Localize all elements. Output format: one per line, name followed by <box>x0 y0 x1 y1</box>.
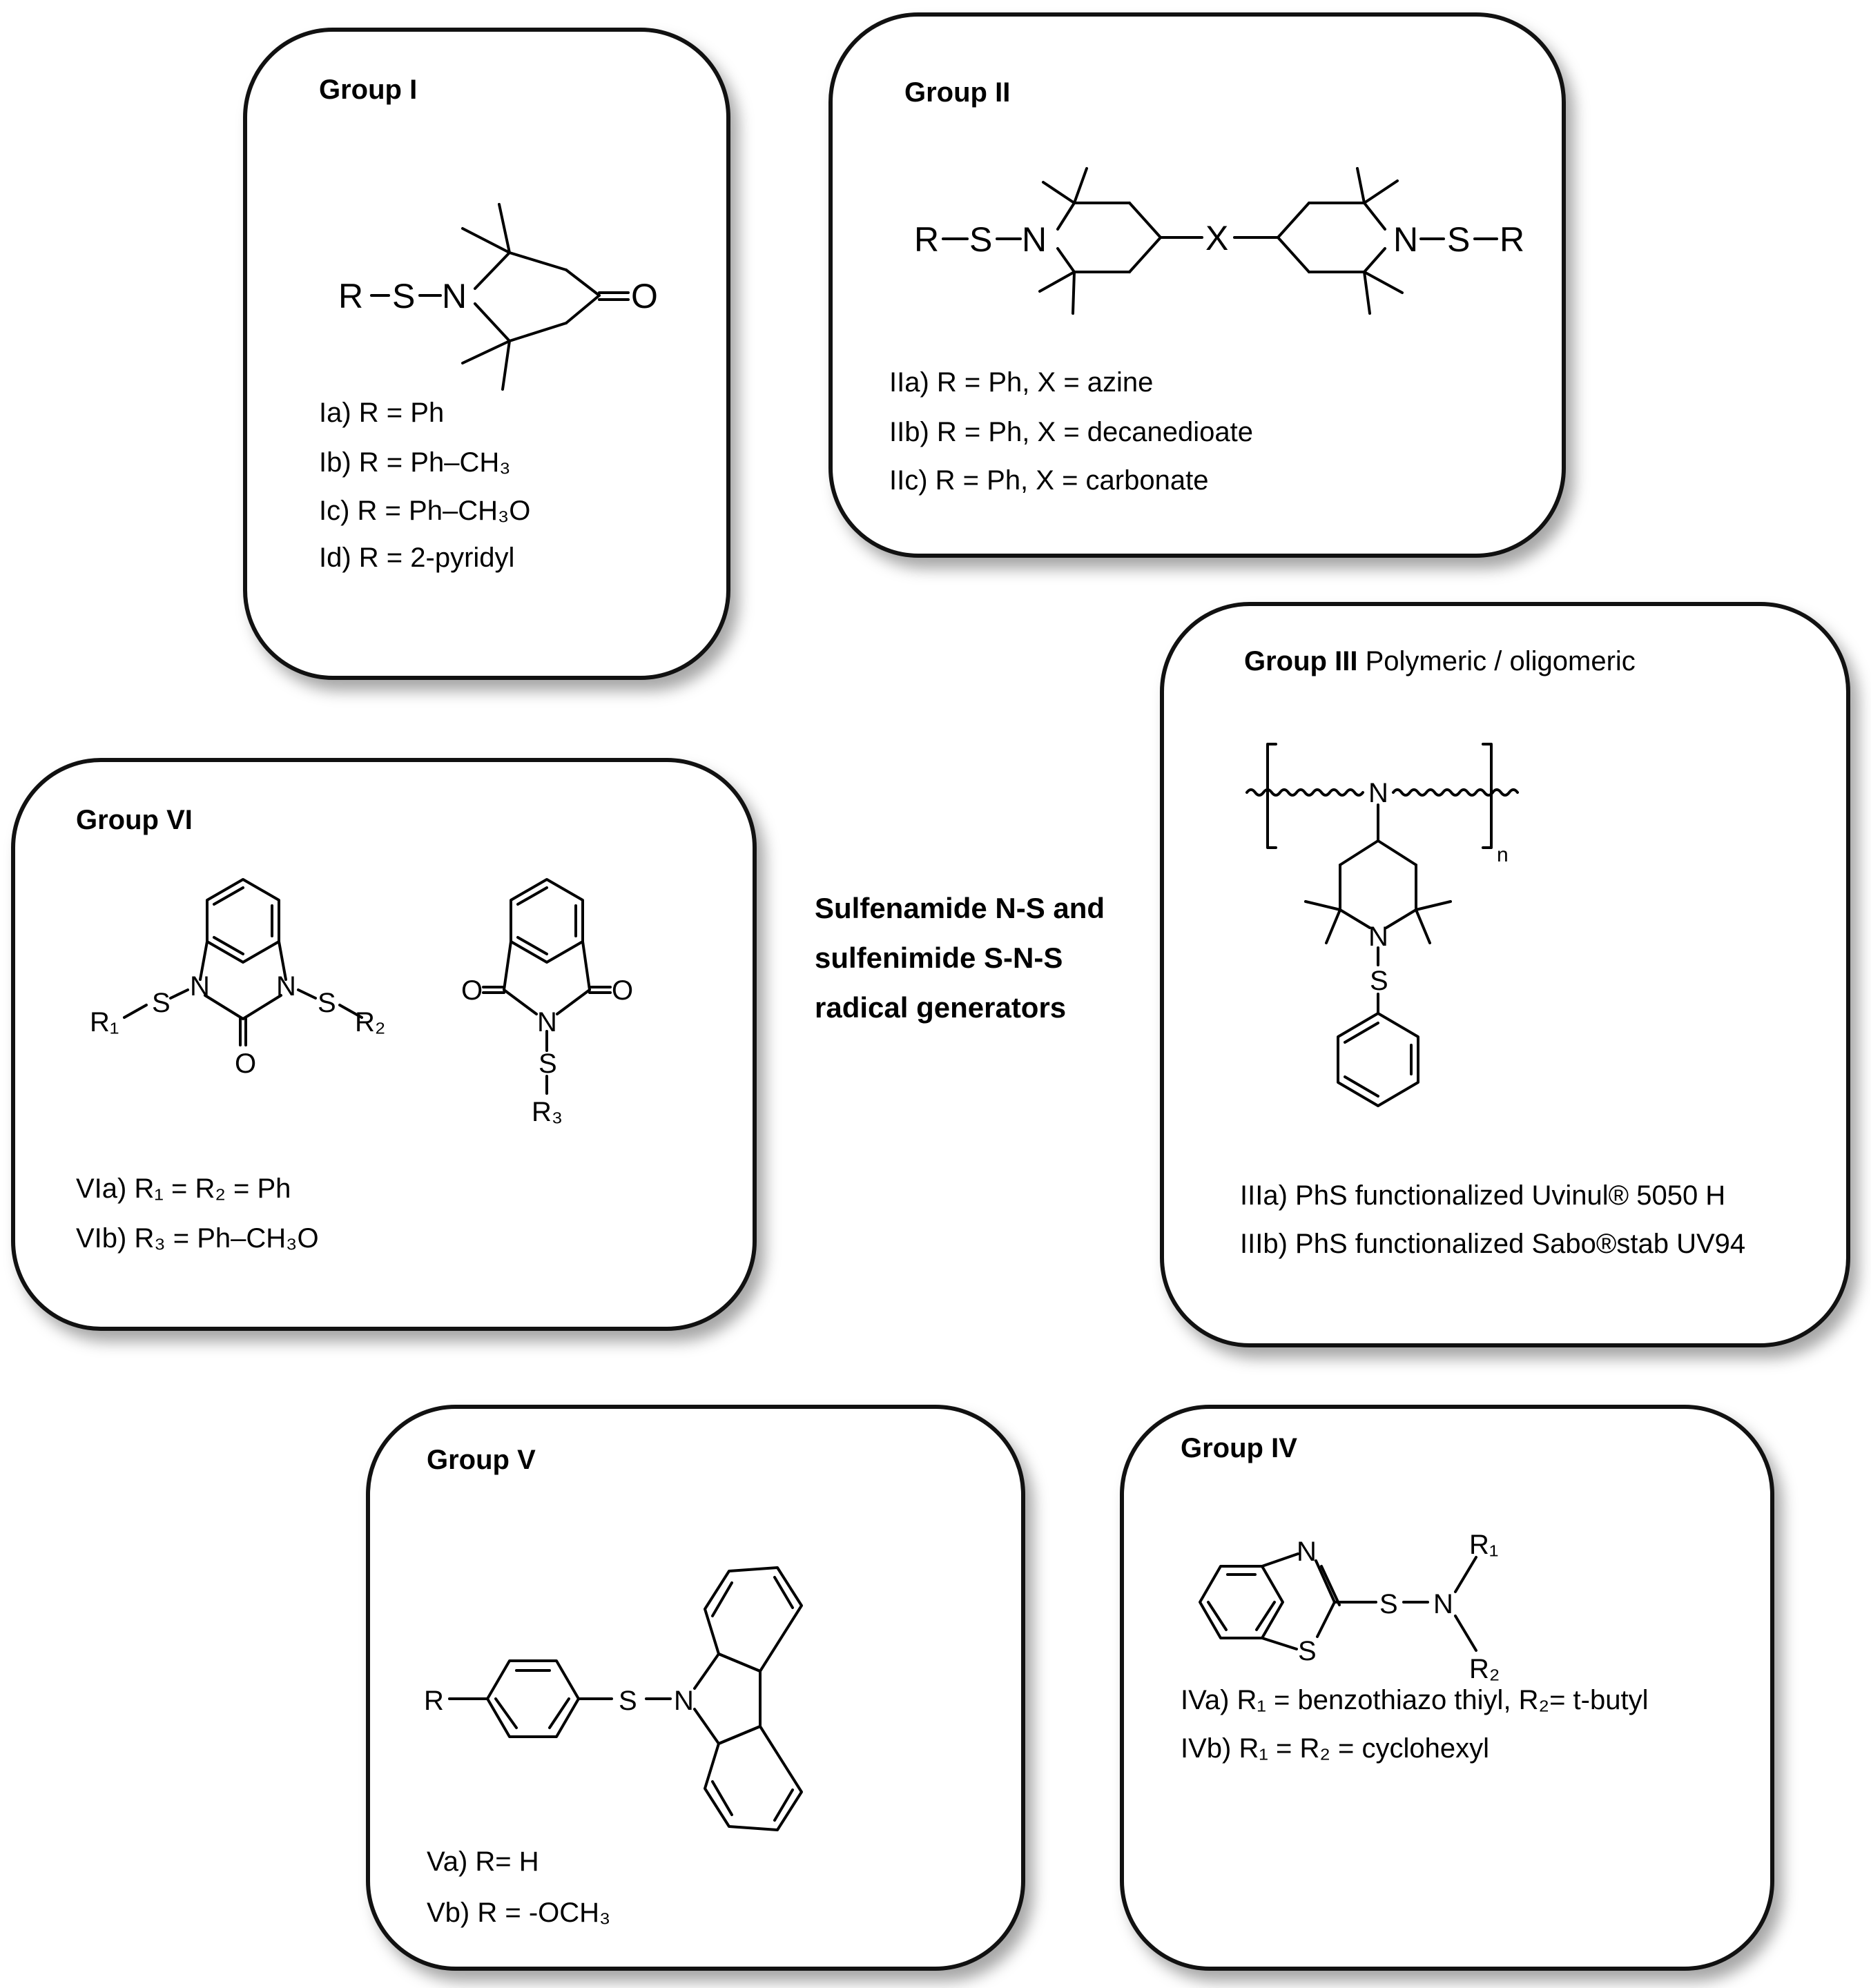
group-ii-atom-n-right: N <box>1393 220 1418 259</box>
group-iii-structure: N N S n <box>1245 743 1519 1107</box>
group-iii-atom-n-chain: N <box>1368 778 1388 808</box>
group-ii-title: Group II <box>904 77 1011 108</box>
group-vi-title: Group VI <box>76 805 193 835</box>
group-iv-item-b: IVb) R₁ = R₂ = cyclohexyl <box>1181 1733 1489 1764</box>
group-ii-atom-n-left: N <box>1022 220 1047 259</box>
group-iv-panel: Group IV N S S N R₁ R₂ IVa) R₁ = benzoth… <box>1120 1405 1774 1971</box>
center-caption-line-1: Sulfenamide N-S and <box>815 892 1105 924</box>
group-iv-atom-r2: R₂ <box>1469 1654 1500 1684</box>
group-i-panel: Group I R S N O Ia) R = Ph Ib) R = Ph–CH… <box>243 28 730 680</box>
group-vi-atom-r2: R₂ <box>355 1007 385 1037</box>
group-iv-atom-n-ring: N <box>1297 1537 1317 1567</box>
group-iv-title: Group IV <box>1181 1433 1297 1463</box>
group-vi-atom-n-imide: N <box>537 1007 557 1037</box>
group-i-item-a: Ia) R = Ph <box>319 398 445 428</box>
group-ii-atom-x: X <box>1205 219 1228 257</box>
group-v-panel: Group V R S N Va) R= H Vb) R = -OCH₃ <box>366 1405 1025 1971</box>
group-v-structure: R S N <box>424 1566 803 1831</box>
group-iv-atom-r1: R₁ <box>1469 1530 1498 1560</box>
group-vi-atom-o-left: O <box>461 975 483 1006</box>
group-ii-atom-s-right: S <box>1447 220 1470 259</box>
group-iv-atom-s-ring: S <box>1298 1636 1317 1666</box>
group-vi-atom-s-right: S <box>318 988 336 1018</box>
group-iv-item-a: IVa) R₁ = benzothiazo thiyl, R₂= t-butyl <box>1181 1685 1649 1715</box>
group-vi-atom-o-right: O <box>612 975 633 1006</box>
group-vi-atom-r1: R₁ <box>90 1007 119 1037</box>
group-ii-atom-r-right: R <box>1500 220 1524 259</box>
group-iii-item-a: IIIa) PhS functionalized Uvinul® 5050 H <box>1240 1180 1726 1211</box>
group-i-item-c: Ic) R = Ph–CH₃O <box>319 496 531 526</box>
group-i-structure: R S N O <box>338 203 658 391</box>
group-iii-panel: Group III Polymeric / oligomeric N N S <box>1160 602 1850 1347</box>
group-vi-atom-s-imide: S <box>539 1049 557 1079</box>
group-i-atom-o: O <box>631 277 658 315</box>
group-i-atom-n: N <box>442 277 467 315</box>
group-iii-repeat-n: n <box>1497 844 1509 866</box>
group-v-title: Group V <box>427 1445 536 1475</box>
group-vi-structure-phthalimide: N O O S R₃ <box>461 878 633 1127</box>
group-iii-title: Group III Polymeric / oligomeric <box>1244 646 1636 677</box>
group-iv-structure: N S S N R₁ R₂ <box>1199 1530 1500 1684</box>
group-ii-structure: R S N X N S R <box>914 167 1524 315</box>
group-v-item-b: Vb) R = -OCH₃ <box>427 1898 611 1928</box>
group-vi-panel: Group VI N N S S O R₁ R₂ <box>11 758 757 1331</box>
group-iv-atom-s: S <box>1379 1589 1398 1619</box>
group-ii-atom-s-left: S <box>969 220 992 259</box>
group-ii-atom-r-left: R <box>914 220 939 259</box>
group-vi-item-b: VIb) R₃ = Ph–CH₃O <box>76 1223 319 1254</box>
group-v-atom-r: R <box>424 1686 444 1716</box>
group-iii-title-bold: Group III <box>1244 646 1358 676</box>
group-vi-atom-o: O <box>235 1049 256 1079</box>
group-vi-atom-r3: R₃ <box>532 1097 563 1127</box>
group-vi-item-a: VIa) R₁ = R₂ = Ph <box>76 1173 291 1204</box>
group-vi-atom-n-right: N <box>276 971 296 1002</box>
group-iii-subtitle: Polymeric / oligomeric <box>1365 646 1636 676</box>
group-i-atom-r: R <box>338 277 363 315</box>
group-i-item-b: Ib) R = Ph–CH₃ <box>319 447 511 478</box>
group-ii-item-c: IIc) R = Ph, X = carbonate <box>889 465 1209 496</box>
group-iii-item-b: IIIb) PhS functionalized Sabo®stab UV94 <box>1240 1229 1746 1259</box>
group-ii-item-a: IIa) R = Ph, X = azine <box>889 367 1154 398</box>
group-iii-atom-s: S <box>1370 966 1388 996</box>
center-caption-line-2: sulfenimide S-N-S <box>815 942 1063 974</box>
center-caption-line-3: radical generators <box>815 991 1067 1024</box>
group-v-item-a: Va) R= H <box>427 1846 539 1877</box>
group-ii-panel: Group II R S N X N S R I <box>828 12 1566 558</box>
group-i-atom-s: S <box>392 277 415 315</box>
group-vi-structure-benzimidazolone: N N S S O R₁ R₂ <box>90 878 385 1079</box>
group-vi-atom-s-left: S <box>152 988 171 1018</box>
group-vi-atom-n-left: N <box>190 971 210 1002</box>
group-i-item-d: Id) R = 2-pyridyl <box>319 543 515 573</box>
group-iv-atom-n: N <box>1433 1589 1453 1619</box>
group-v-atom-n: N <box>674 1686 694 1716</box>
group-iii-atom-n-ring: N <box>1368 922 1388 952</box>
group-i-title: Group I <box>319 75 418 105</box>
group-v-atom-s: S <box>619 1686 637 1716</box>
group-ii-item-b: IIb) R = Ph, X = decanedioate <box>889 417 1254 447</box>
center-caption: Sulfenamide N-S and sulfenimide S-N-S ra… <box>815 884 1105 1033</box>
